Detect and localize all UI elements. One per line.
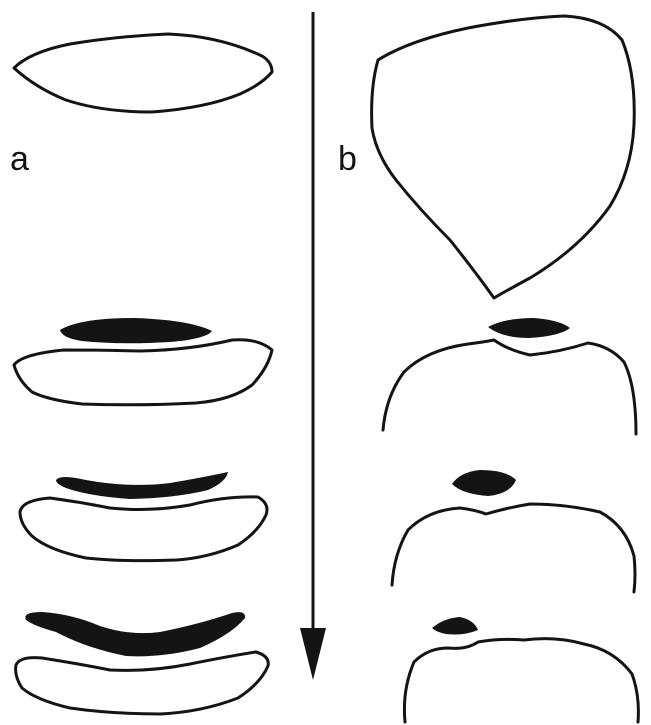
panel-b-stage-1-outline — [372, 16, 635, 298]
time-arrow-head — [300, 628, 326, 680]
panel-b-label: b — [338, 140, 357, 178]
panel-b-stage-3-outline — [392, 504, 635, 592]
panel-a-stage-4-blob — [25, 612, 245, 656]
panel-a-stage-2-outline — [14, 340, 272, 405]
panel-b-stage-4-blob — [432, 617, 478, 635]
panel-b-stage-4-outline — [404, 639, 638, 722]
panel-a-stage-1-outline — [14, 34, 272, 112]
panel-a-stage-4-outline — [16, 652, 269, 714]
panel-b-stage-2-outline — [383, 340, 636, 434]
panel-b-stage-3-blob — [452, 470, 516, 496]
panel-a-stage-3-outline — [20, 497, 267, 561]
panel-b — [372, 16, 639, 722]
panel-b-stage-2-blob — [488, 318, 570, 338]
panel-a-stage-3-blob — [56, 472, 228, 499]
panel-a-stage-2-blob — [60, 318, 212, 343]
time-arrow — [300, 12, 326, 680]
panel-a — [14, 34, 272, 714]
panel-a-label: a — [10, 140, 29, 178]
